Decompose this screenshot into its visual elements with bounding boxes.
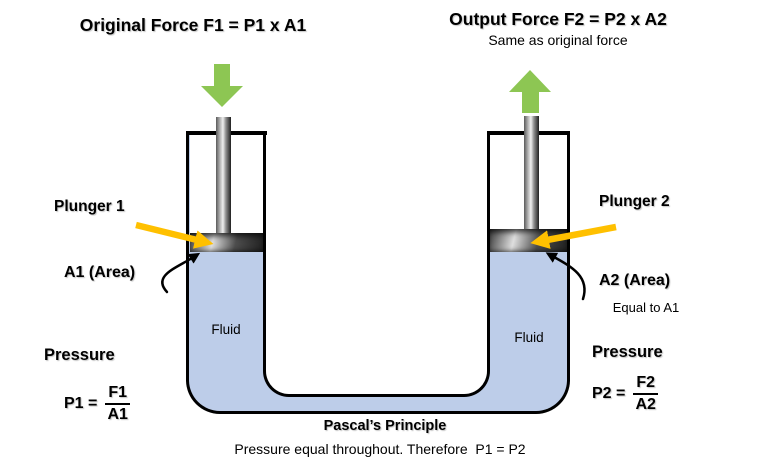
formula-right-numerator: F2 [633,374,659,396]
plunger-1-piston [189,233,263,252]
plunger-2-label: Plunger 2 [599,193,670,210]
formula-left-lhs: P1 = [64,395,98,413]
pressure-label-right: Pressure [592,343,663,361]
force-up-arrow-icon [509,70,551,113]
formula-right-denominator: A2 [635,396,656,414]
fluid-label-right: Fluid [514,330,544,345]
formula-left-numerator: F1 [105,384,131,406]
output-force-subtitle: Same as original force [488,32,628,48]
output-force-title: Output Force F2 = P2 x A2 [449,9,667,29]
formula-left-fraction: F1 A1 [105,384,131,425]
caption-title: Pascal’s Principle [323,418,447,434]
formula-right-fraction: F2 A2 [633,374,659,415]
pressure-formula-right: P2 = F2 A2 [592,374,659,415]
area-1-label: A1 (Area) [64,264,136,281]
force-down-arrow-icon [201,64,243,107]
output-force-heading: Output Force F2 = P2 x A2 Same as origin… [397,9,719,48]
u-tube-inner-cutout [263,131,490,397]
caption-subtitle: Pressure equal throughout. Therefore P1 … [234,441,526,457]
plunger-1-rod [216,117,231,234]
plunger-2-rod [524,116,539,232]
formula-left-denominator: A1 [107,406,128,424]
pressure-formula-left: P1 = F1 A1 [64,384,131,425]
area-2-note: Equal to A1 [612,300,680,315]
plunger-2-piston [490,229,567,252]
pressure-label-left: Pressure [44,346,115,364]
area-2-label: A2 (Area) [599,272,671,289]
formula-right-lhs: P2 = [592,385,626,403]
plunger-1-label: Plunger 1 [54,198,125,215]
original-force-heading: Original Force F1 = P1 x A1 [79,15,307,35]
fluid-label-left: Fluid [211,322,241,337]
